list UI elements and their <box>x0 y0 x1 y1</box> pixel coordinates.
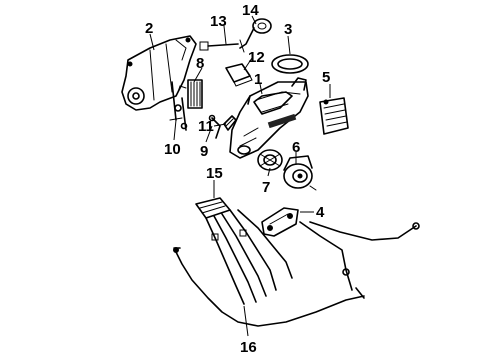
leader-lines <box>149 15 331 337</box>
callout-7: 7 <box>262 179 270 196</box>
part-3-gasket-ring[interactable] <box>271 54 309 74</box>
part-11-seal[interactable] <box>223 115 237 131</box>
part-14-actuator[interactable] <box>239 18 272 53</box>
callout-10: 10 <box>164 141 181 158</box>
callout-3: 3 <box>284 21 292 38</box>
callout-5: 5 <box>322 69 330 86</box>
callout-9: 9 <box>200 143 208 160</box>
callout-14: 14 <box>242 2 259 19</box>
part-4-bracket[interactable] <box>261 207 299 237</box>
callout-12: 12 <box>248 49 265 66</box>
part-12-module[interactable] <box>225 63 253 87</box>
callout-1: 1 <box>254 71 262 88</box>
part-6-blower-motor[interactable] <box>283 155 317 191</box>
part-2-case-cover[interactable] <box>121 35 197 111</box>
part-5-module-box[interactable] <box>319 97 349 135</box>
callout-11: 11 <box>198 118 214 135</box>
callout-6: 6 <box>292 139 300 156</box>
callout-13: 13 <box>210 13 227 30</box>
part-13-rod[interactable] <box>199 41 239 51</box>
callout-2: 2 <box>145 20 153 37</box>
control-cables-right[interactable] <box>299 221 420 299</box>
callout-8: 8 <box>196 55 204 72</box>
callout-16: 16 <box>240 339 257 356</box>
part-10-clips[interactable] <box>169 81 188 131</box>
part-15-control-cables[interactable] <box>195 197 293 305</box>
callout-labels: 2 13 14 3 12 8 1 5 10 9 11 6 7 4 15 16 <box>145 2 330 356</box>
part-9-linkage[interactable] <box>208 114 221 139</box>
part-7-fan-wheel[interactable] <box>257 149 283 171</box>
part-16-hose[interactable] <box>173 247 365 327</box>
callout-15: 15 <box>206 165 223 182</box>
callout-4: 4 <box>316 204 325 221</box>
part-1-housing[interactable] <box>229 77 309 159</box>
